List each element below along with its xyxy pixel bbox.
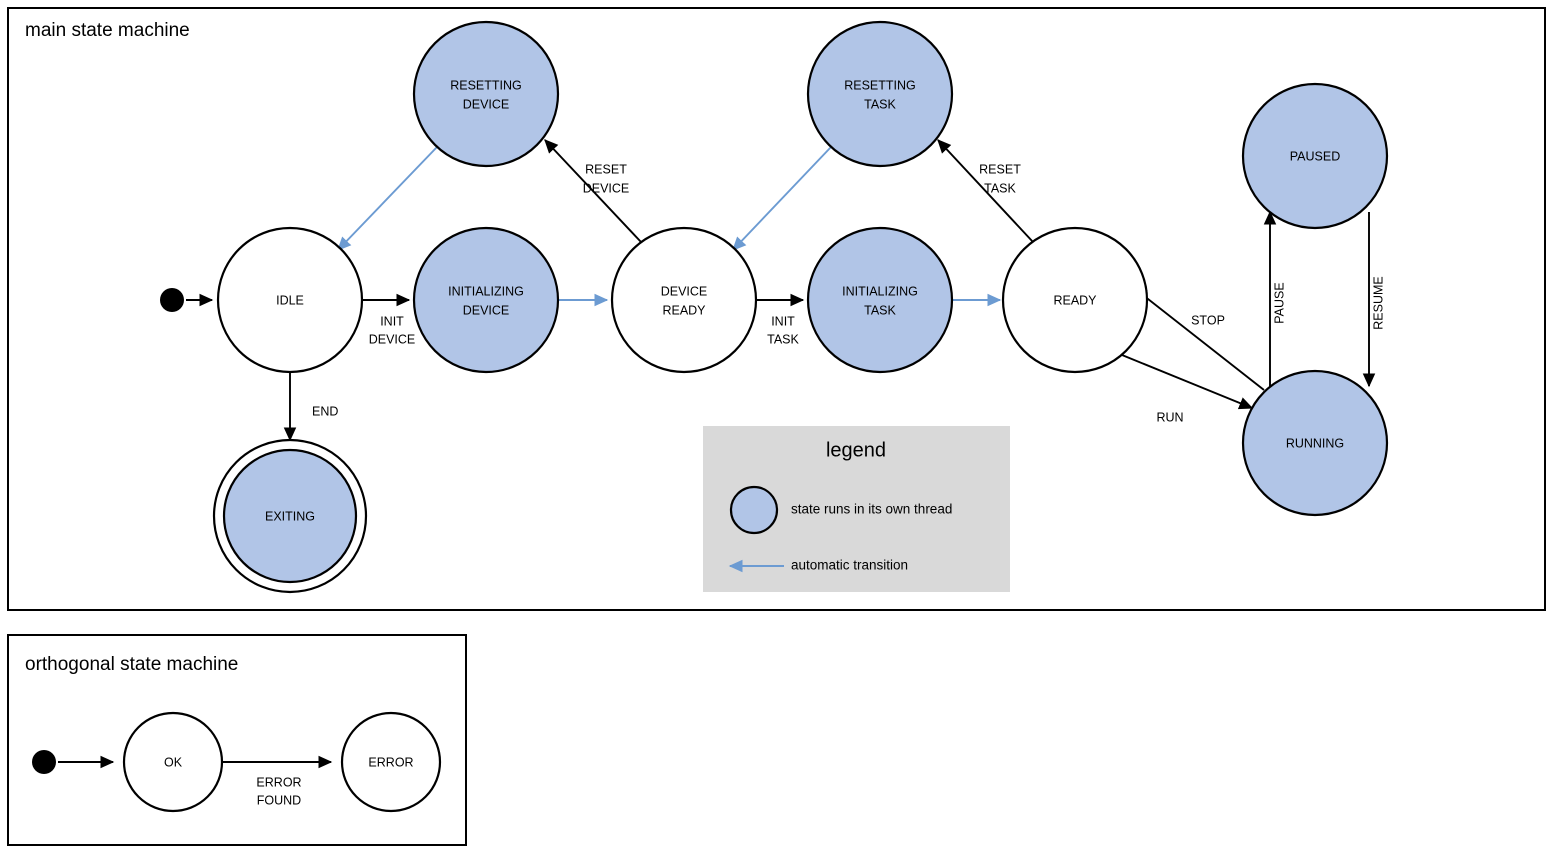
transition-label-end: END bbox=[312, 404, 338, 418]
state-shape-initializing-task[interactable] bbox=[806, 226, 954, 374]
state-node-initializing-task[interactable]: INITIALIZING TASK bbox=[806, 226, 954, 374]
state-node-running[interactable]: RUNNING bbox=[1241, 369, 1389, 517]
transition-resetting-task-to-device-ready bbox=[732, 146, 832, 251]
state-label-error: ERROR bbox=[368, 755, 413, 769]
transition-label-error-found-line1: ERROR bbox=[256, 775, 301, 789]
state-shape-idle[interactable] bbox=[216, 226, 364, 374]
state-node-ok[interactable]: OK bbox=[122, 711, 224, 813]
state-shape-ready[interactable] bbox=[1001, 226, 1149, 374]
transition-label-reset-device-line1: RESET bbox=[585, 162, 627, 176]
state-label-exiting: EXITING bbox=[265, 509, 315, 523]
legend-item-label-auto-transition: automatic transition bbox=[791, 558, 908, 573]
main-frame-title: main state machine bbox=[25, 20, 190, 41]
state-label-resetting-task-line1: RESETTING bbox=[844, 78, 916, 92]
state-shape-running[interactable] bbox=[1241, 369, 1389, 517]
state-label-paused: PAUSED bbox=[1290, 149, 1340, 163]
state-label-device-ready-line2: READY bbox=[662, 303, 706, 317]
state-shape-resetting-task[interactable] bbox=[806, 20, 954, 168]
state-node-exiting[interactable]: EXITING bbox=[212, 438, 368, 594]
transition-label-init-device-line1: INIT bbox=[380, 314, 404, 328]
transition-label-run: RUN bbox=[1156, 410, 1183, 424]
state-node-resetting-device[interactable]: RESETTING DEVICE bbox=[412, 20, 560, 168]
state-node-idle[interactable]: IDLE bbox=[216, 226, 364, 374]
state-label-running: RUNNING bbox=[1286, 436, 1344, 450]
state-label-initializing-task-line1: INITIALIZING bbox=[842, 284, 918, 298]
legend-item-label-thread-state: state runs in its own thread bbox=[791, 502, 952, 517]
state-label-resetting-task-line2: TASK bbox=[864, 97, 896, 111]
transition-ready-to-resetting-task bbox=[937, 139, 1034, 243]
transition-resetting-device-to-idle bbox=[337, 146, 438, 251]
legend-title: legend bbox=[826, 439, 886, 461]
state-node-paused[interactable]: PAUSED bbox=[1241, 82, 1389, 230]
state-label-initializing-device-line1: INITIALIZING bbox=[448, 284, 524, 298]
transition-label-reset-device-line2: DEVICE bbox=[583, 181, 630, 195]
state-label-device-ready-line1: DEVICE bbox=[661, 284, 708, 298]
state-node-error[interactable]: ERROR bbox=[340, 711, 442, 813]
orthogonal-states: OK ERROR bbox=[32, 711, 442, 813]
state-shape-resetting-device[interactable] bbox=[412, 20, 560, 168]
orthogonal-initial-state-marker bbox=[32, 750, 56, 774]
state-label-idle: IDLE bbox=[276, 293, 304, 307]
state-label-resetting-device-line1: RESETTING bbox=[450, 78, 522, 92]
transition-label-init-task-line1: INIT bbox=[771, 314, 795, 328]
transition-label-init-task-line2: TASK bbox=[767, 332, 799, 346]
state-node-resetting-task[interactable]: RESETTING TASK bbox=[806, 20, 954, 168]
legend-panel: legend state runs in its own thread auto… bbox=[703, 426, 1010, 592]
state-shape-paused[interactable] bbox=[1241, 82, 1389, 230]
main-states: IDLE RESETTING DEVICE INITIALIZING DEVIC… bbox=[160, 20, 1389, 594]
state-node-ready[interactable]: READY bbox=[1001, 226, 1149, 374]
state-label-ready: READY bbox=[1053, 293, 1097, 307]
state-shape-error[interactable] bbox=[340, 711, 442, 813]
transition-label-reset-task-line2: TASK bbox=[984, 181, 1016, 195]
main-transitions: INIT DEVICE RESET DEVICE INIT TASK RESET… bbox=[186, 139, 1385, 442]
state-shape-device-ready[interactable] bbox=[610, 226, 758, 374]
initial-state-marker bbox=[160, 288, 184, 312]
transition-label-stop: STOP bbox=[1191, 313, 1225, 327]
state-shape-exiting[interactable] bbox=[222, 448, 358, 584]
transition-ready-to-running bbox=[1121, 354, 1254, 410]
transition-label-resume: RESUME bbox=[1371, 276, 1385, 329]
state-label-ok: OK bbox=[164, 755, 183, 769]
transition-device-ready-to-resetting-device bbox=[544, 139, 642, 243]
state-shape-ok[interactable] bbox=[122, 711, 224, 813]
state-label-resetting-device-line2: DEVICE bbox=[463, 97, 510, 111]
legend-thread-state-swatch bbox=[729, 485, 779, 535]
transition-label-reset-task-line1: RESET bbox=[979, 162, 1021, 176]
transition-label-pause: PAUSE bbox=[1272, 282, 1286, 323]
orthogonal-frame-title: orthogonal state machine bbox=[25, 654, 238, 675]
state-node-initializing-device[interactable]: INITIALIZING DEVICE bbox=[412, 226, 560, 374]
state-label-initializing-task-line2: TASK bbox=[864, 303, 896, 317]
state-node-device-ready[interactable]: DEVICE READY bbox=[610, 226, 758, 374]
state-label-initializing-device-line2: DEVICE bbox=[463, 303, 510, 317]
transition-running-to-ready bbox=[1133, 287, 1265, 391]
transition-label-init-device-line2: DEVICE bbox=[369, 332, 416, 346]
state-shape-initializing-device[interactable] bbox=[412, 226, 560, 374]
transition-label-error-found-line2: FOUND bbox=[257, 793, 301, 807]
orthogonal-transitions: ERROR FOUND bbox=[58, 755, 333, 807]
